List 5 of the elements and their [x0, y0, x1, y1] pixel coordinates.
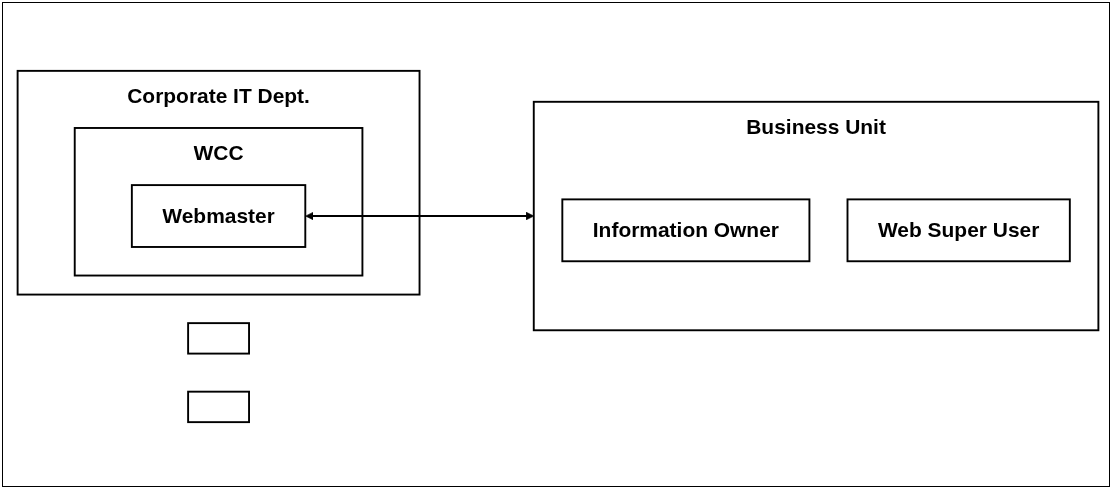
node-box: [187, 390, 250, 424]
node-box: [187, 322, 250, 355]
node-box: Webmaster: [130, 184, 307, 248]
node-box: Information Owner: [561, 198, 811, 263]
node-box: Web Super User: [846, 198, 1071, 263]
